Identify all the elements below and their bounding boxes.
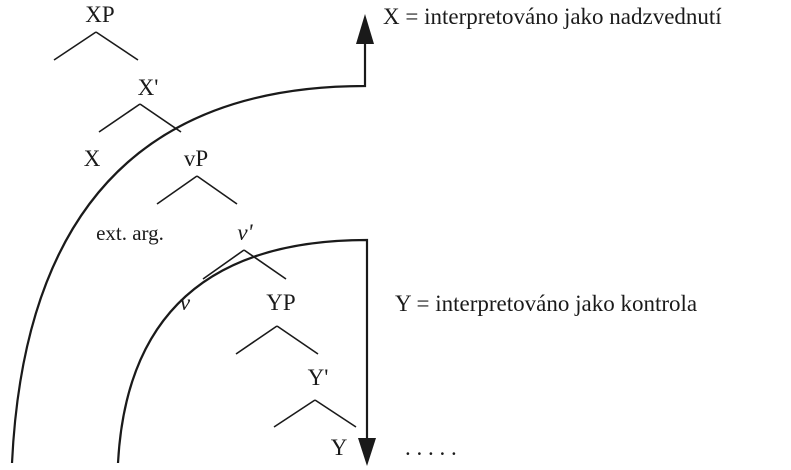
node-xp: XP — [85, 2, 114, 27]
node-v-bar: v' — [237, 220, 253, 245]
edge-vbar-right — [243, 249, 287, 280]
edge-xp-right — [95, 31, 139, 61]
node-y-bar: Y' — [308, 365, 329, 390]
node-y-head: Y — [331, 435, 348, 460]
edge-ybar-right — [314, 399, 357, 428]
edge-yp-left — [235, 325, 278, 355]
edge-yp-right — [276, 325, 319, 355]
edge-ybar-left — [273, 399, 316, 428]
node-x-bar: X' — [138, 75, 159, 100]
node-ext-arg: ext. arg. — [96, 221, 164, 245]
edge-xbar-left — [98, 103, 141, 133]
inner-scope-arc — [116, 238, 369, 464]
edge-vp-right — [196, 175, 238, 205]
outer-scope-arc — [10, 38, 367, 464]
node-yp: YP — [266, 290, 295, 315]
edge-xp-left — [53, 31, 97, 61]
edge-vbar-left — [202, 249, 245, 280]
outer-arrowhead — [356, 14, 374, 44]
node-vp: vP — [184, 146, 208, 171]
inner-arrowhead — [358, 438, 376, 466]
edge-vp-left — [156, 175, 198, 205]
node-v-head: v — [180, 290, 191, 315]
tree-edges — [53, 31, 357, 428]
continuation-ellipsis: . . . . . — [405, 435, 457, 460]
node-x-head: X — [84, 146, 101, 171]
annotation-x-interpretation: X = interpretováno jako nadzvednutí — [383, 4, 722, 29]
annotation-y-interpretation: Y = interpretováno jako kontrola — [395, 291, 697, 316]
edge-xbar-right — [139, 103, 182, 133]
